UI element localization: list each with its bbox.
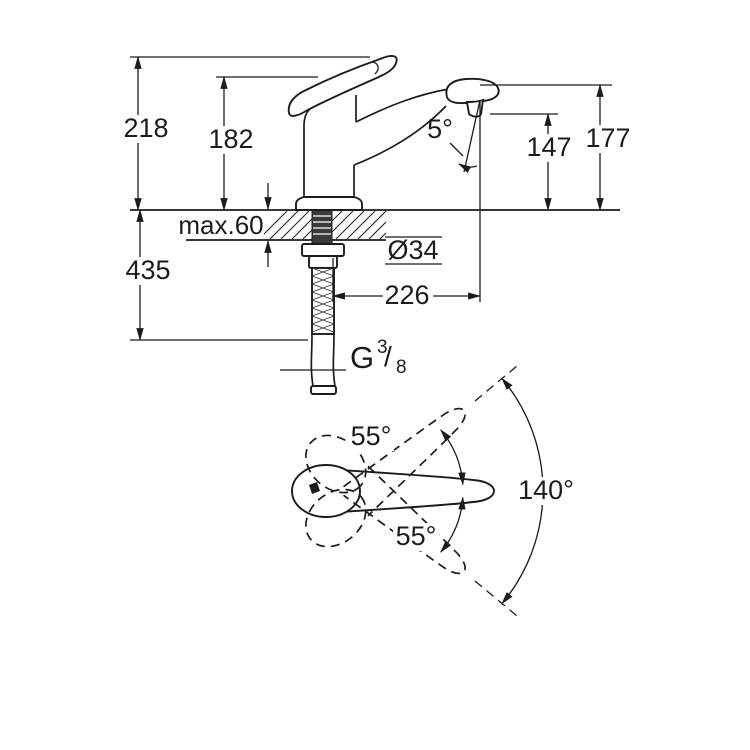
faucet-body (287, 55, 500, 211)
hose-right-edge (332, 333, 336, 387)
ext-line-lower (474, 580, 518, 617)
label-5-deg: 5° (427, 114, 453, 144)
label-dia34: Ø34 (387, 235, 438, 265)
label-218: 218 (123, 113, 168, 143)
handle-ghost-upper (305, 407, 466, 548)
handle-body (291, 464, 361, 518)
braided-hose-mesh (311, 267, 335, 333)
arc-55-lower (440, 496, 466, 553)
spout-head (445, 77, 500, 105)
top-view-labels: 55° 55° 140° (348, 421, 580, 551)
label-thread-numerator: 3 (377, 337, 388, 358)
label-55-lower: 55° (396, 521, 437, 551)
label-max60: max.60 (178, 210, 263, 240)
angle-5-reference-line (463, 99, 481, 173)
ext-line-upper (474, 365, 518, 402)
label-147: 147 (526, 132, 571, 162)
counter-section (130, 209, 620, 241)
braided-hose (311, 267, 335, 335)
label-435: 435 (125, 255, 170, 285)
spout-top-edge (355, 88, 450, 123)
top-view: 55° 55° 140° (291, 365, 580, 617)
counter-hatching (258, 210, 387, 240)
mounting-nut (301, 243, 345, 257)
label-thread-g: G (350, 340, 374, 375)
angle-5-leader (449, 142, 464, 157)
spout-bottom-edge (353, 105, 447, 166)
angle-5-arc (458, 163, 478, 174)
label-182: 182 (208, 124, 253, 154)
label-177: 177 (585, 123, 630, 153)
label-226: 226 (384, 280, 429, 310)
hose-end-fitting (310, 385, 337, 395)
label-55-upper: 55° (351, 421, 392, 451)
handle-indicator-mark (309, 482, 320, 494)
threaded-shank (311, 209, 333, 245)
label-140-total: 140° (518, 475, 574, 505)
side-view: 218 182 177 147 5° max.60 435 Ø34 226 G … (122, 55, 633, 395)
lever-handle (287, 55, 398, 117)
handle-arm (339, 468, 495, 514)
escutcheon (295, 196, 363, 211)
body-left-edge (303, 105, 316, 197)
side-view-labels: 218 182 177 147 5° max.60 435 Ø34 226 G … (122, 113, 633, 378)
arc-55-upper (440, 429, 466, 486)
label-thread-g38: G 3 / 8 (350, 337, 407, 378)
lever-detail-line (371, 61, 379, 75)
hose-left-edge (310, 333, 314, 387)
label-thread-slash: / (384, 341, 392, 372)
label-thread-denominator: 8 (396, 357, 407, 378)
plumbing (301, 209, 345, 395)
